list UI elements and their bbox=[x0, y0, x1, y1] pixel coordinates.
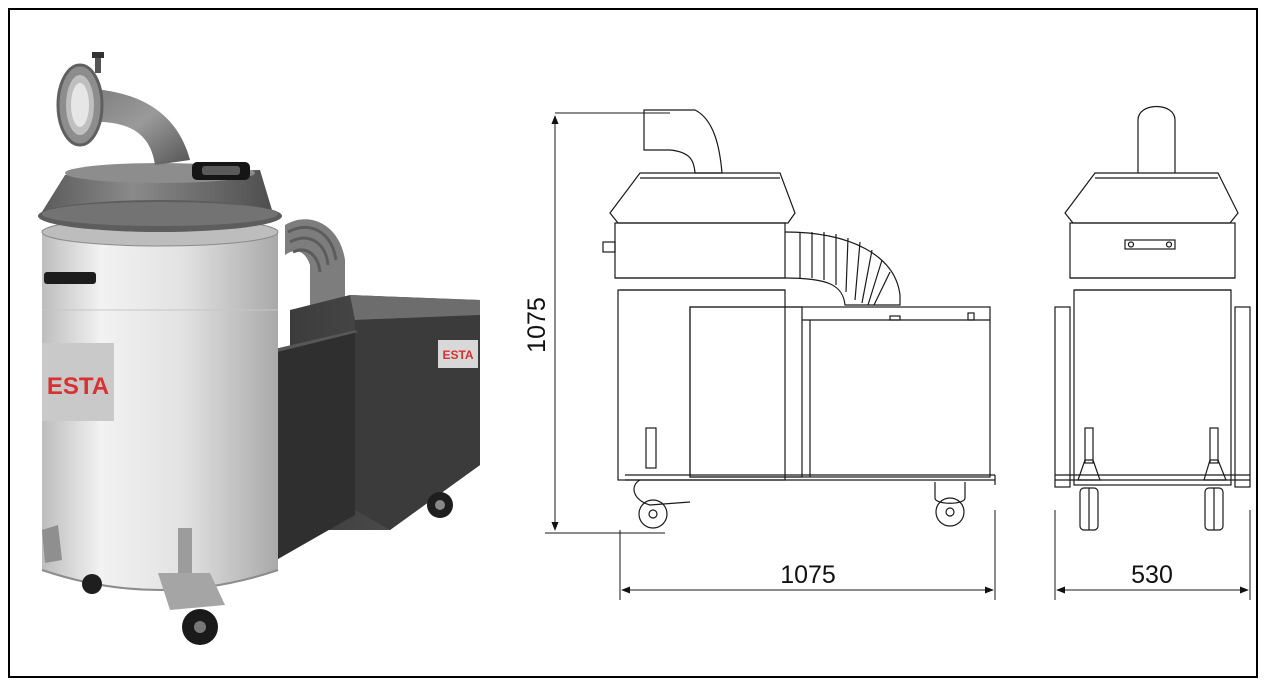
figure-canvas: ESTA ESTA bbox=[38, 52, 1251, 645]
caster-bracket bbox=[178, 528, 192, 573]
tank-handle bbox=[44, 272, 96, 284]
product-photo: ESTA ESTA bbox=[38, 52, 480, 645]
flex-hose bbox=[285, 219, 345, 310]
side-view-drawing bbox=[545, 109, 996, 600]
figure-frame: ESTA ESTA bbox=[8, 8, 1258, 678]
height-dimension-label: 1075 bbox=[523, 297, 551, 353]
front-view-drawing bbox=[1054, 106, 1251, 600]
intake-pipe bbox=[56, 52, 190, 165]
width-dimension-label: 530 bbox=[1131, 561, 1173, 589]
housing-brand-label: ESTA bbox=[442, 348, 473, 362]
tank-lid bbox=[38, 162, 282, 232]
brand-plate bbox=[42, 343, 114, 421]
length-dimension-label: 1075 bbox=[780, 561, 836, 589]
tank-brand-label: ESTA bbox=[47, 373, 109, 400]
collection-tank: ESTA bbox=[41, 217, 279, 645]
